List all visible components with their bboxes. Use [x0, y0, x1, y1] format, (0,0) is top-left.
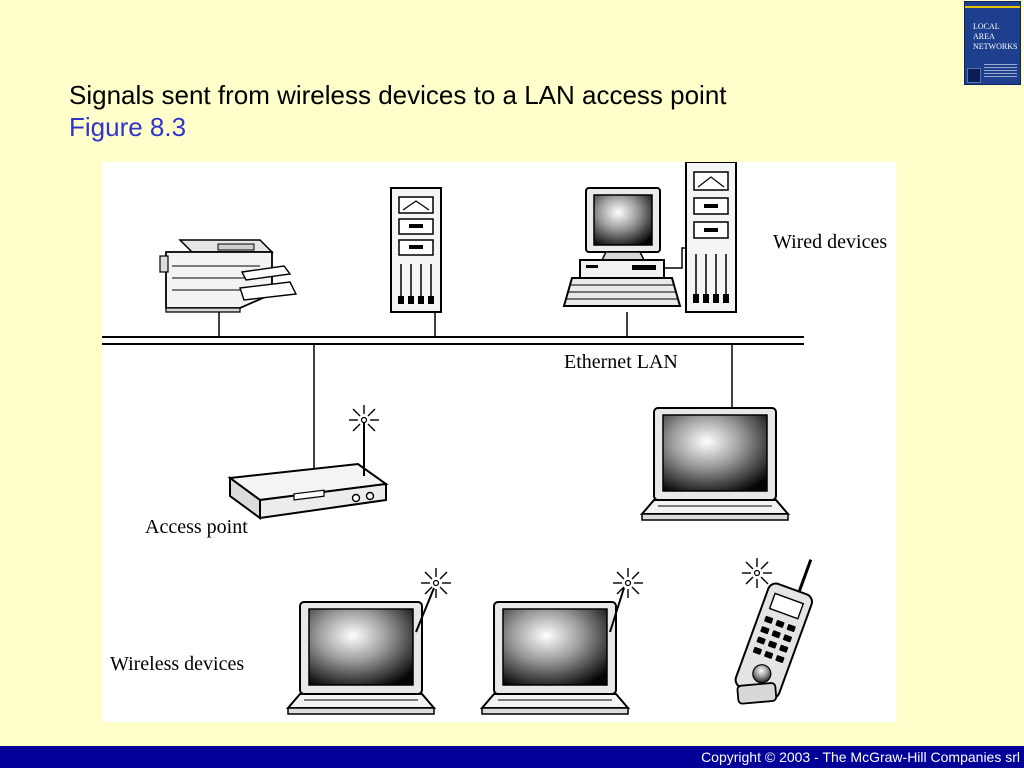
server-tower-icon — [390, 187, 442, 313]
ethernet-lan-bus — [102, 336, 804, 345]
network-diagram-drawing — [102, 162, 813, 715]
lan-drop-cables — [218, 309, 733, 468]
access-point-icon — [227, 422, 389, 520]
ethernet-lan-label: Ethernet LAN — [564, 351, 678, 373]
printer-icon — [159, 239, 298, 313]
book-cover-stripe — [965, 6, 1020, 8]
signal-burst-icon — [420, 567, 452, 599]
laptop-icon — [641, 407, 789, 521]
wired-devices-label: Wired devices — [773, 231, 888, 253]
signal-burst-icon — [348, 404, 380, 436]
mobile-phone-icon — [734, 559, 813, 705]
book-cover-thumbnail: LOCAL AREA NETWORKS — [964, 1, 1021, 85]
signal-burst-icon — [741, 557, 773, 589]
server-tower-icon — [685, 162, 737, 313]
network-diagram: Wired devices Ethernet LAN Access point … — [102, 162, 896, 722]
copyright-notice: Copyright © 2003 - The McGraw-Hill Compa… — [701, 749, 1020, 765]
slide-title: Signals sent from wireless devices to a … — [69, 80, 727, 110]
wireless-devices-label: Wireless devices — [110, 653, 245, 675]
signal-burst-icon — [612, 567, 644, 599]
publisher-logo — [967, 68, 981, 83]
access-point-label: Access point — [145, 516, 248, 538]
book-cover-text-lines — [984, 64, 1017, 78]
laptop-icon — [287, 587, 435, 715]
laptop-icon — [481, 587, 629, 715]
desktop-computer-icon — [562, 187, 686, 307]
footer-bar: Copyright © 2003 - The McGraw-Hill Compa… — [0, 746, 1024, 768]
figure-caption: Figure 8.3 — [69, 112, 187, 142]
book-cover-title: LOCAL AREA NETWORKS — [973, 22, 1018, 51]
